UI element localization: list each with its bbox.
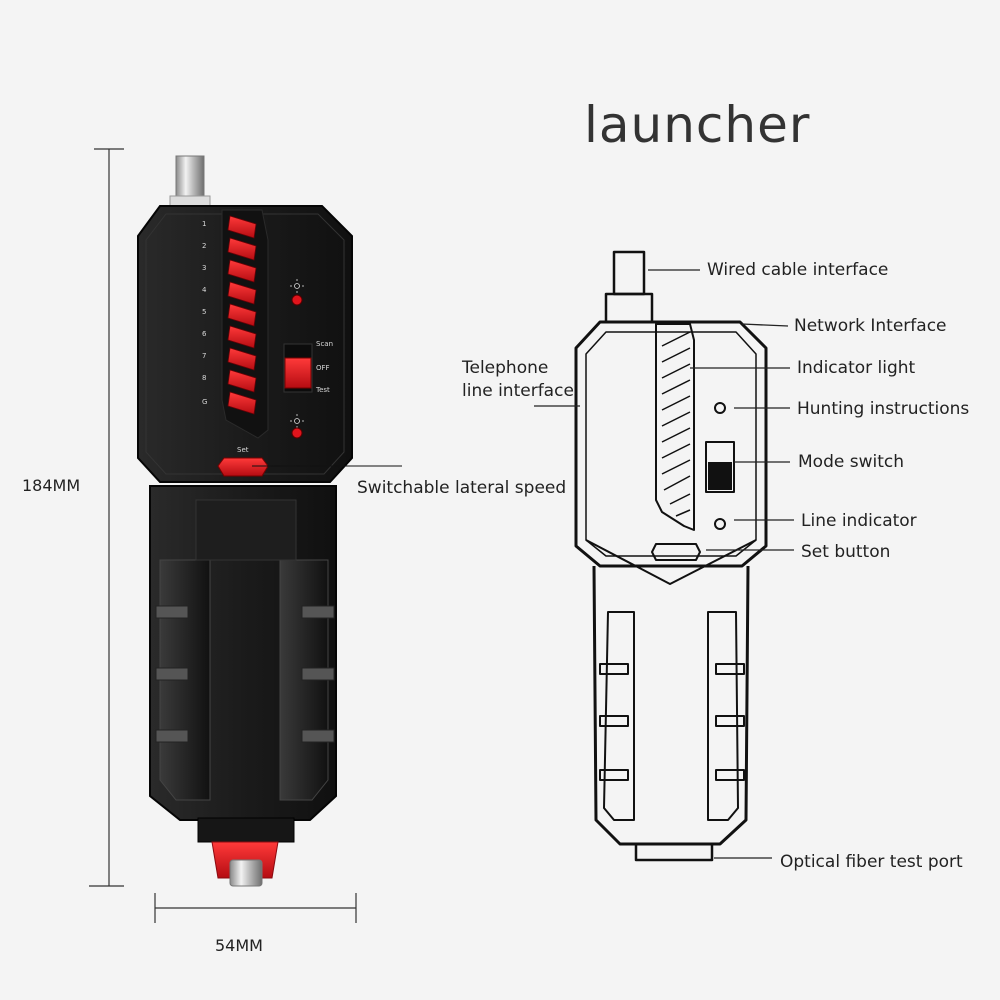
callout-hunting-instructions: Hunting instructions [797, 399, 970, 419]
mode-label-scan: Scan [316, 340, 333, 348]
set-button-red [217, 457, 269, 477]
scale-label: 1 [202, 220, 206, 228]
hunting-indicator-led [291, 294, 303, 306]
scale-label: 4 [202, 286, 207, 294]
scale-label: 2 [202, 242, 206, 250]
height-dimension-line [89, 148, 124, 887]
callout-telephone-line-1: Telephone [462, 358, 549, 378]
sun-icon [290, 279, 304, 293]
callout-wired-cable: Wired cable interface [707, 260, 889, 280]
scale-label: 6 [202, 330, 207, 338]
width-dimension-line [154, 893, 357, 923]
scale-label: 3 [202, 264, 206, 272]
mode-switch-knob [284, 357, 312, 389]
callout-mode-switch: Mode switch [798, 452, 904, 472]
callout-leaders [534, 269, 794, 859]
mode-label-off: OFF [316, 364, 330, 372]
scale-label: 8 [202, 374, 206, 382]
width-dimension-label: 54MM [215, 936, 263, 955]
page-title: launcher [584, 96, 811, 154]
callout-set-button: Set button [801, 542, 891, 562]
set-label: Set [237, 446, 249, 454]
callout-indicator-light: Indicator light [797, 358, 916, 378]
scale-label: G [202, 398, 207, 406]
line-indicator-led [291, 427, 303, 439]
height-dimension-label: 184MM [22, 476, 81, 495]
mode-label-test: Test [315, 386, 330, 394]
scale-label: 5 [202, 308, 206, 316]
callout-network-interface: Network Interface [794, 316, 947, 336]
device-photo: 1 2 3 4 5 6 7 8 G [137, 155, 402, 887]
callout-fiber-test-port: Optical fiber test port [780, 852, 963, 872]
device-line-drawing [574, 250, 768, 862]
led-scale-labels: 1 2 3 4 5 6 7 8 G [202, 220, 207, 406]
callout-line-indicator: Line indicator [801, 511, 917, 531]
scale-label: 7 [202, 352, 206, 360]
callout-switchable-lateral-speed: Switchable lateral speed [357, 478, 567, 498]
callout-telephone-line-2: line interface [462, 381, 574, 401]
led-indicator-bars [227, 215, 257, 415]
